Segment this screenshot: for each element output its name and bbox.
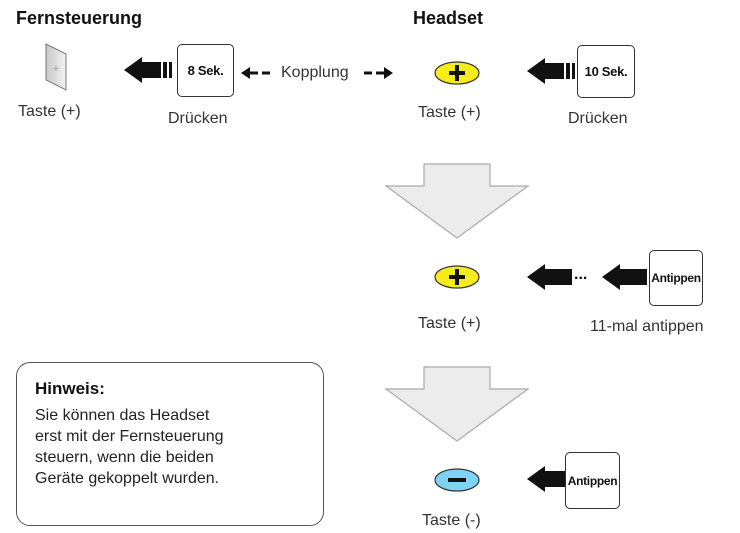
press-10-sec-box: 10 Sek. xyxy=(577,45,635,98)
headset-key-label: Taste (+) xyxy=(418,104,481,121)
flow-arrow-down-icon xyxy=(384,163,530,239)
tap-arrow-icon xyxy=(602,264,647,290)
tap-arrow-icon xyxy=(527,264,572,290)
note-body: Sie können das Headset erst mit der Fern… xyxy=(35,405,307,489)
pairing-label: Kopplung xyxy=(281,64,349,81)
press-8-sec-box: 8 Sek. xyxy=(177,44,234,97)
step2-action-label: 11-mal antippen xyxy=(590,318,704,335)
note-line: steuern, wenn die beiden xyxy=(35,449,214,466)
tap-box: Antippen xyxy=(565,452,620,509)
press-arrow-icon xyxy=(124,57,172,83)
remote-heading: Fernsteuerung xyxy=(16,8,143,28)
pairing-arrow-right-icon xyxy=(364,67,393,79)
remote-action-label: Drücken xyxy=(168,110,228,127)
note-title: Hinweis: xyxy=(35,379,105,398)
remote-key-label: Taste (+) xyxy=(18,103,81,120)
headset-action-label: Drücken xyxy=(568,110,628,127)
step2-key-label: Taste (+) xyxy=(418,315,481,332)
repeat-ellipsis: ... xyxy=(574,266,588,283)
note-line: Geräte gekoppelt wurden. xyxy=(35,470,220,487)
svg-text:+: + xyxy=(53,63,59,75)
headset-heading: Headset xyxy=(413,8,484,28)
press-arrow-icon xyxy=(527,58,575,84)
plus-button-icon xyxy=(434,61,480,85)
note-box: Hinweis: Sie können das Headset erst mit… xyxy=(16,362,324,526)
flow-arrow-down-icon xyxy=(384,366,530,442)
tap-box: Antippen xyxy=(649,250,703,306)
note-line: erst mit der Fernsteuerung xyxy=(35,428,224,445)
remote-key-icon: + xyxy=(45,43,67,91)
step3-key-label: Taste (-) xyxy=(422,512,481,529)
minus-button-icon xyxy=(434,468,480,492)
note-line: Sie können das Headset xyxy=(35,407,210,424)
pairing-arrow-left-icon xyxy=(241,67,270,79)
plus-button-icon xyxy=(434,265,480,289)
